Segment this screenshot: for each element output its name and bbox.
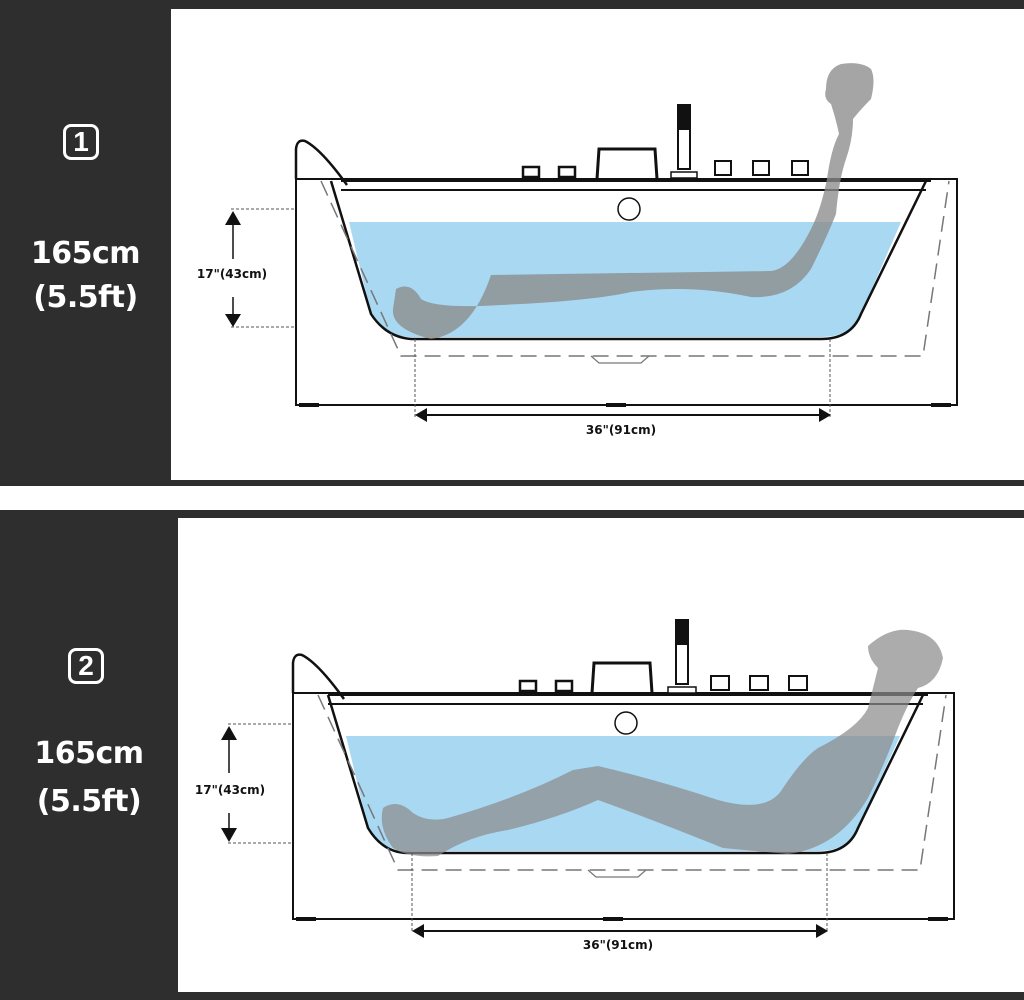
depth-dimension-label: 17"(43cm) — [194, 783, 266, 797]
bath-panel-1: 1 165cm (5.5ft) — [0, 0, 1024, 486]
person-height-ft: (5.5ft) — [33, 280, 138, 315]
width-dimension-label: 36"(91cm) — [585, 423, 657, 437]
width-dimension-label: 36"(91cm) — [582, 938, 654, 952]
depth-dimension-label: 17"(43cm) — [196, 267, 268, 281]
bathtub-illustration — [221, 619, 955, 938]
step-badge: 1 — [63, 124, 99, 160]
person-height-ft: (5.5ft) — [36, 784, 142, 819]
bathtub-illustration — [225, 63, 958, 422]
step-badge: 2 — [68, 648, 104, 684]
bathtub-diagram-1: 17"(43cm) 36"(91cm) — [171, 9, 1024, 480]
person-height-cm: 165cm — [34, 736, 144, 771]
person-height-cm: 165cm — [30, 236, 141, 271]
panel-1-sidebar: 1 165cm (5.5ft) — [0, 0, 171, 486]
bath-panel-2: 2 165cm (5.5ft) — [0, 510, 1024, 1000]
panel-2-sidebar: 2 165cm (5.5ft) — [0, 510, 178, 1000]
bathtub-diagram-2: 17"(43cm) 36"(91cm) — [178, 518, 1024, 992]
